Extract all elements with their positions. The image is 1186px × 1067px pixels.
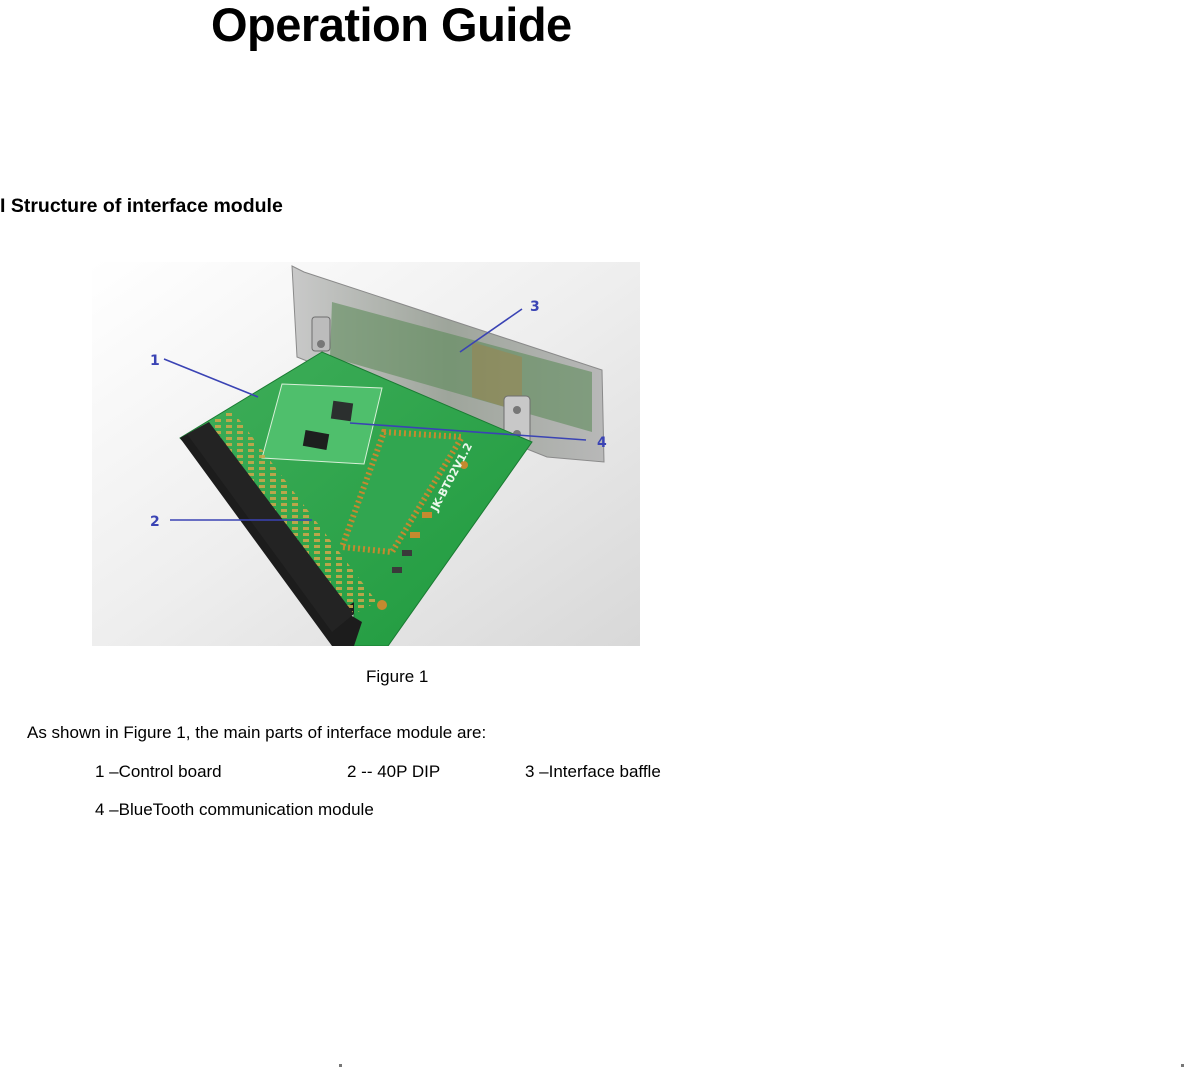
callout-4: 4 — [597, 435, 607, 451]
section-heading: I Structure of interface module — [0, 195, 283, 217]
page-mark-left — [339, 1064, 342, 1067]
figure-1-photo: JK-BT02V1.2 1 2 3 4 — [92, 262, 640, 646]
callout-1: 1 — [150, 353, 160, 369]
callout-2: 2 — [150, 514, 160, 530]
figure-caption: Figure 1 — [366, 667, 429, 686]
part-item-interface-baffle: 3 –Interface baffle — [525, 762, 661, 781]
page-mark-right — [1181, 1064, 1184, 1067]
document-title: Operation Guide — [211, 0, 572, 51]
callout-3: 3 — [530, 299, 540, 315]
intro-paragraph: As shown in Figure 1, the main parts of … — [27, 723, 487, 742]
part-item-control-board: 1 –Control board — [95, 762, 222, 781]
part-item-40p-dip: 2 -- 40P DIP — [347, 762, 441, 781]
part-item-bluetooth-module: 4 –BlueTooth communication module — [95, 800, 374, 819]
